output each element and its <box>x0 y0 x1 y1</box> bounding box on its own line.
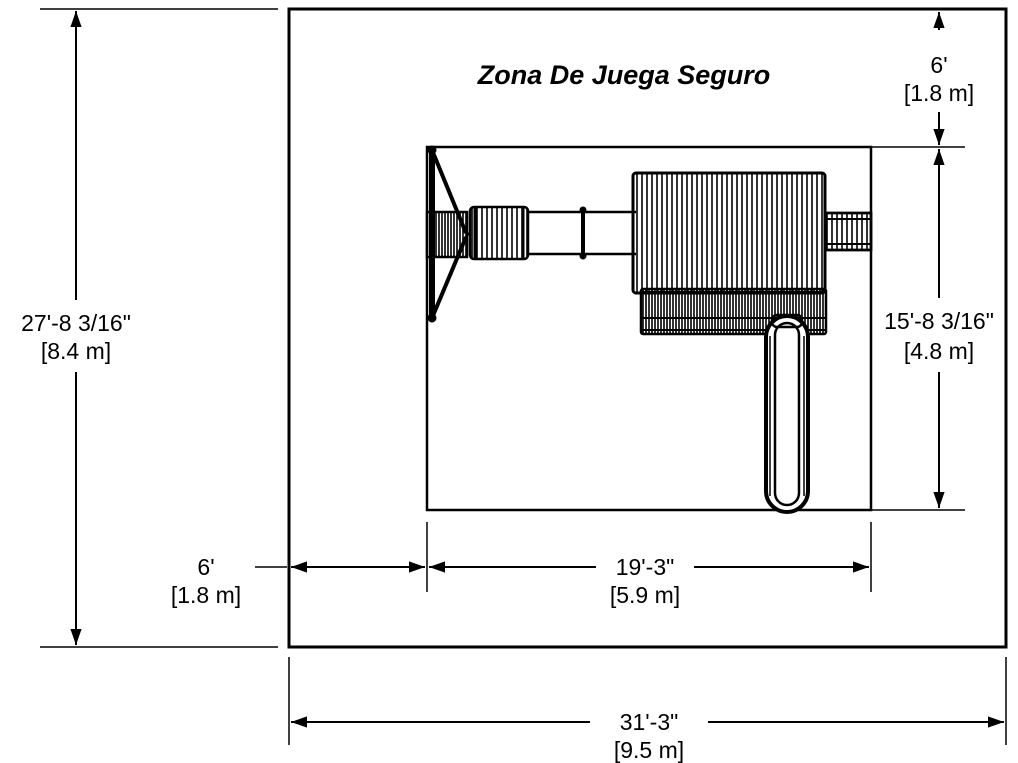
play-width-metric: [5.9 m] <box>610 582 680 608</box>
total-width-imperial: 31'-3" <box>620 709 679 735</box>
top-margin-metric: [1.8 m] <box>904 80 974 106</box>
play-height-metric: [4.8 m] <box>904 338 974 364</box>
side-ladder <box>824 211 873 252</box>
dimension-total-height: 27'-8 3/16" [8.4 m] <box>21 8 278 648</box>
safe-zone-outer-boundary <box>287 7 1008 649</box>
dimension-top-margin: 6' [1.8 m] <box>871 12 974 148</box>
total-height-metric: [8.4 m] <box>41 338 111 364</box>
dimension-left-margin: 6' [1.8 m] <box>171 522 428 608</box>
swing-beam <box>528 206 636 260</box>
total-height-imperial: 27'-8 3/16" <box>21 310 131 336</box>
playset-footprint <box>425 145 873 512</box>
dimension-total-width: 31'-3" [9.5 m] <box>288 657 1007 763</box>
fort-roof <box>631 171 827 295</box>
left-margin-imperial: 6' <box>197 554 214 580</box>
zone-title: Zona De Juega Seguro <box>477 60 771 90</box>
slide <box>764 313 810 514</box>
total-width-metric: [9.5 m] <box>614 737 684 763</box>
play-height-imperial: 15'-8 3/16" <box>884 308 994 334</box>
playset-structure <box>425 145 873 514</box>
dimension-play-height: 15'-8 3/16" [4.8 m] <box>871 149 994 511</box>
swing-a-frame <box>425 145 469 323</box>
left-margin-metric: [1.8 m] <box>171 582 241 608</box>
ladder-section <box>467 205 530 261</box>
play-width-imperial: 19'-3" <box>616 554 675 580</box>
dimension-play-width: 19'-3" [5.9 m] <box>429 522 872 608</box>
top-margin-imperial: 6' <box>930 52 947 78</box>
